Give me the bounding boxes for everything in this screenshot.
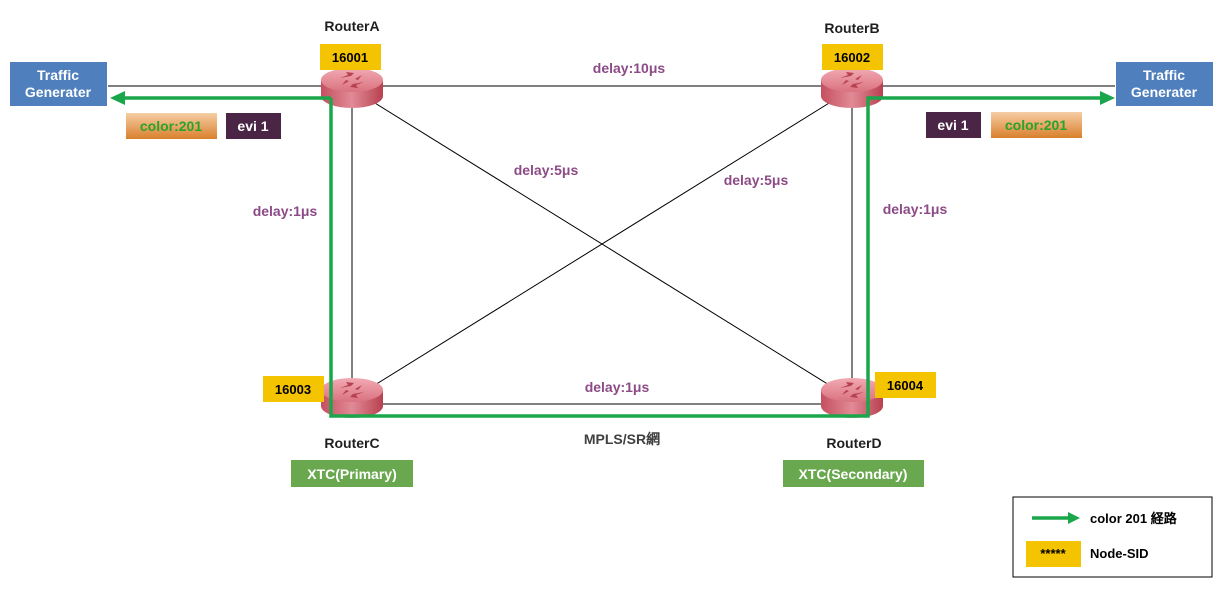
sid-c-text: 16003: [275, 382, 311, 397]
network-label: MPLS/SR網: [584, 431, 660, 447]
router-d: [821, 378, 883, 418]
arrow-icon: [1100, 91, 1115, 105]
evi-tag-left-text: evi 1: [237, 118, 268, 134]
delay-label-c-d: delay:1μs: [585, 379, 650, 395]
color-tag-right: color:201: [991, 112, 1082, 138]
router-d-label: RouterD: [826, 435, 881, 451]
legend-sid-sample: *****: [1040, 546, 1066, 561]
link-b-c: [369, 99, 835, 389]
evi-tag-right: evi 1: [926, 112, 981, 138]
xtc-primary-text: XTC(Primary): [307, 466, 396, 482]
delay-label-b-d: delay:1μs: [883, 201, 948, 217]
evi-tag-left: evi 1: [226, 113, 281, 139]
traffic-generator-right-line2: Generater: [1131, 84, 1198, 100]
color-tag-left-text: color:201: [140, 118, 202, 134]
traffic-generator-right: Traffic Generater: [1116, 62, 1213, 106]
sid-box-a: 16001: [320, 44, 381, 70]
arrow-icon: [1068, 512, 1080, 524]
sid-box-c: 16003: [263, 376, 324, 402]
legend-sid-label: Node-SID: [1090, 546, 1149, 561]
router-a-label: RouterA: [324, 18, 379, 34]
xtc-secondary-text: XTC(Secondary): [799, 466, 908, 482]
sid-a-text: 16001: [332, 50, 368, 65]
sid-b-text: 16002: [834, 50, 870, 65]
color-tag-right-text: color:201: [1005, 117, 1067, 133]
delay-label-a-b: delay:10μs: [593, 60, 666, 76]
color-tag-left: color:201: [126, 113, 217, 139]
router-c-label: RouterC: [324, 435, 379, 451]
router-icon: [821, 378, 883, 418]
traffic-generator-left-line2: Generater: [25, 84, 92, 100]
router-b: [821, 68, 883, 108]
sid-d-text: 16004: [887, 378, 924, 393]
traffic-generator-left-line1: Traffic: [37, 67, 79, 83]
router-b-label: RouterB: [824, 20, 879, 36]
xtc-primary: XTC(Primary): [291, 460, 413, 487]
router-icon: [821, 68, 883, 108]
delay-label-a-c: delay:1μs: [253, 203, 318, 219]
legend: color 201 経路 ***** Node-SID: [1012, 496, 1213, 578]
arrow-icon: [110, 91, 125, 105]
legend-path-label: color 201 経路: [1090, 511, 1178, 526]
network-links: [108, 85, 1115, 405]
delay-label-a-d: delay:5μs: [514, 162, 579, 178]
sid-box-b: 16002: [822, 44, 883, 70]
sid-box-d: 16004: [875, 372, 936, 398]
traffic-generator-left: Traffic Generater: [10, 62, 107, 106]
delay-label-b-c: delay:5μs: [724, 172, 789, 188]
traffic-generator-right-line1: Traffic: [1143, 67, 1185, 83]
evi-tag-right-text: evi 1: [937, 117, 968, 133]
color-201-path: [122, 96, 1103, 418]
xtc-secondary: XTC(Secondary): [783, 460, 924, 487]
